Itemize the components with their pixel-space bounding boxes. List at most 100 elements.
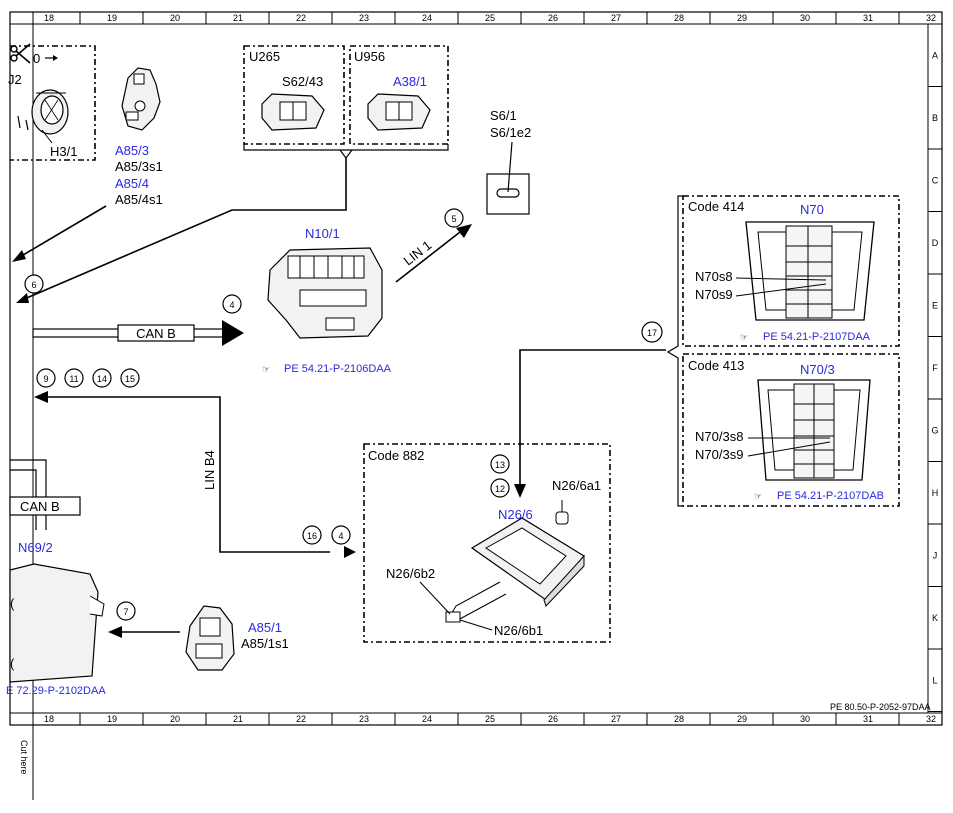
column-label-24: 24 — [422, 13, 432, 23]
column-label-bottom-26: 26 — [548, 714, 558, 724]
svg-text:12: 12 — [495, 484, 505, 494]
n26-6-module — [445, 500, 585, 623]
n70s8-label: N70s8 — [695, 269, 733, 284]
svg-text:16: 16 — [307, 531, 317, 541]
manual-ref-icon-3: ☞ — [754, 491, 762, 501]
marker-5: 5 — [444, 208, 464, 228]
u956-label: U956 — [354, 49, 385, 64]
svg-text:6: 6 — [31, 280, 36, 290]
svg-text:14: 14 — [97, 374, 107, 384]
column-label-22: 22 — [296, 13, 306, 23]
a85-3-label: A85/3 — [115, 143, 149, 158]
s6-1-switch — [486, 141, 530, 215]
svg-text:13: 13 — [495, 460, 505, 470]
s62-43-label: S62/43 — [282, 74, 323, 89]
document-reference: PE 80.50-P-2052-97DAA — [830, 702, 931, 712]
n10-1-label: N10/1 — [305, 226, 340, 241]
column-label-bottom-32: 32 — [926, 714, 936, 724]
can-b-left-label: CAN B — [20, 499, 60, 514]
a85-4-label: A85/4 — [115, 176, 149, 191]
n69-2-connector-mark: ( — [10, 596, 15, 611]
column-label-20: 20 — [170, 13, 180, 23]
a85-1s1-label: A85/1s1 — [241, 636, 289, 651]
row-label-B: B — [932, 113, 938, 123]
group-n26-6: Code 882 N26/6 N26/6a1 N26/6b2 N26/6b1 — [363, 443, 611, 643]
column-label-bottom-27: 27 — [611, 714, 621, 724]
marker-12: 12 — [490, 478, 510, 498]
s62-43-switch — [261, 93, 325, 131]
row-label-E: E — [932, 300, 938, 310]
marker-13: 13 — [490, 454, 510, 474]
column-label-18: 18 — [44, 13, 54, 23]
row-label-D: D — [932, 238, 939, 248]
row-label-C: C — [932, 175, 939, 185]
ref-n69-2-text: E 72.29-P-2102DAA — [6, 685, 106, 697]
h3-1-label: H3/1 — [50, 144, 77, 159]
group-u265-u956: U265 S62/43 U956 A38/1 — [243, 45, 449, 159]
column-label-25: 25 — [485, 13, 495, 23]
n69-2-connector-mark-2: ( — [10, 656, 15, 671]
n70-3-overhead-panel — [757, 379, 871, 481]
row-label-J: J — [933, 550, 938, 560]
svg-text:7: 7 — [123, 607, 128, 617]
s6-1e2-label: S6/1e2 — [490, 125, 531, 140]
column-label-30: 30 — [800, 13, 810, 23]
svg-text:9: 9 — [43, 374, 48, 384]
column-label-19: 19 — [107, 13, 117, 23]
marker-7: 7 — [116, 601, 136, 621]
n69-2-label: N69/2 — [18, 540, 53, 555]
ref-n70-text: PE 54.21-P-2107DAA — [763, 331, 871, 343]
column-label-bottom-22: 22 — [296, 714, 306, 724]
ref-n70-3-text: PE 54.21-P-2107DAB — [777, 490, 884, 502]
a85-3s1-label: A85/3s1 — [115, 159, 163, 174]
n10-1-module — [267, 247, 383, 339]
can-b-bus-top: CAN B — [32, 320, 244, 346]
manual-ref-icon-2: ☞ — [740, 332, 748, 342]
svg-text:4: 4 — [338, 531, 343, 541]
svg-text:4: 4 — [229, 300, 234, 310]
n26-6-label: N26/6 — [498, 507, 533, 522]
row-label-H: H — [932, 488, 939, 498]
n70-3-label: N70/3 — [800, 362, 835, 377]
a85-1-label: A85/1 — [248, 620, 282, 635]
marker-17: 17 — [641, 321, 663, 343]
n70-overhead-panel — [745, 221, 875, 321]
n70-3s8-label: N70/3s8 — [695, 429, 743, 444]
grid-ticks — [79, 12, 942, 725]
column-label-bottom-29: 29 — [737, 714, 747, 724]
column-label-21: 21 — [233, 13, 243, 23]
column-label-23: 23 — [359, 13, 369, 23]
a38-1-switch — [367, 93, 431, 131]
row-label-K: K — [932, 613, 938, 623]
marker-9: 9 — [36, 368, 56, 388]
n26-6a1-label: N26/6a1 — [552, 478, 601, 493]
lin1-label: LIN 1 — [401, 237, 435, 268]
code413-label: Code 413 — [688, 358, 744, 373]
marker-15: 15 — [120, 368, 140, 388]
group-h3-1: 0 J2 H3/1 — [8, 43, 96, 161]
n70s9-label: N70s9 — [695, 287, 733, 302]
column-label-32: 32 — [926, 13, 936, 23]
n26-6b1-label: N26/6b1 — [494, 623, 543, 638]
a85-4s1-label: A85/4s1 — [115, 192, 163, 207]
n70-3s9-label: N70/3s9 — [695, 447, 743, 462]
column-label-28: 28 — [674, 13, 684, 23]
column-label-bottom-28: 28 — [674, 714, 684, 724]
lin-b4-label: LIN B4 — [202, 450, 217, 490]
marker-14: 14 — [92, 368, 112, 388]
code882-label: Code 882 — [368, 448, 424, 463]
scissors-icon — [10, 43, 31, 64]
row-label-G: G — [931, 425, 938, 435]
a85-1-part — [185, 605, 235, 671]
manual-ref-icon: ☞ — [262, 364, 270, 374]
group-n70: Code 414 N70 N70s8 N70s9 ☞ PE 54.21-P-21… — [666, 195, 900, 507]
s6-1-label: S6/1 — [490, 108, 517, 123]
marker-16: 16 — [302, 525, 322, 545]
column-label-bottom-21: 21 — [233, 714, 243, 724]
column-label-26: 26 — [548, 13, 558, 23]
column-label-bottom-18: 18 — [44, 714, 54, 724]
